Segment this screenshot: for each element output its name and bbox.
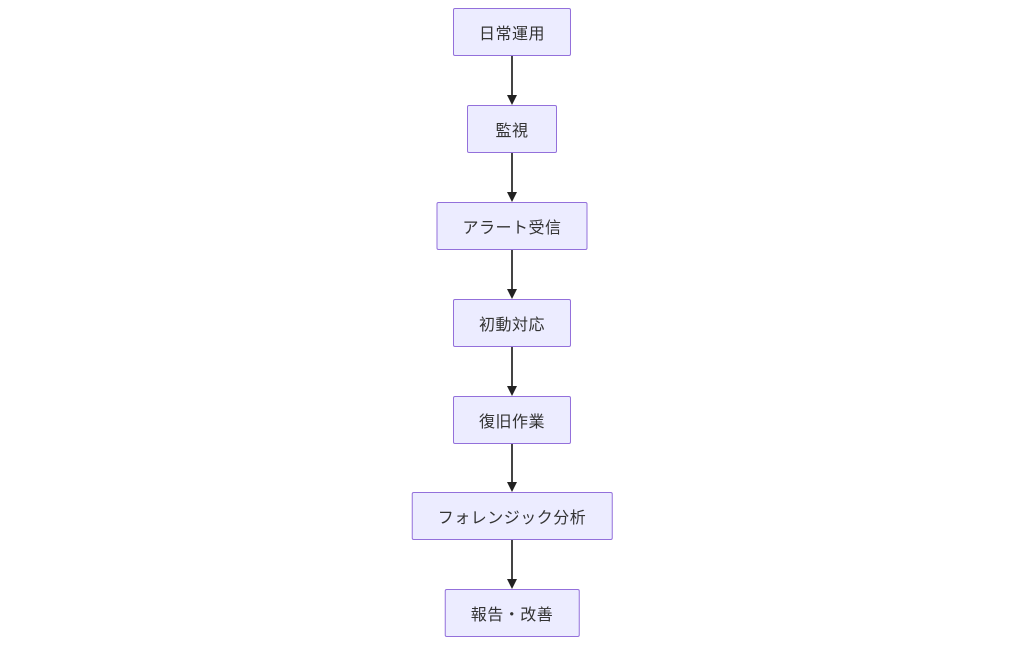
node-daily-operations: 日常運用 <box>452 8 572 56</box>
node-forensic-analysis: フォレンジック分析 <box>411 492 613 540</box>
flow-arrow-4 <box>506 347 518 396</box>
arrow-line <box>511 250 513 293</box>
node-initial-response: 初動対応 <box>452 299 572 347</box>
arrow-line <box>511 153 513 196</box>
node-monitoring: 監視 <box>467 105 557 153</box>
flow-arrow-3 <box>506 250 518 299</box>
node-label-alert-reception: アラート受信 <box>462 220 562 237</box>
arrow-line <box>511 444 513 486</box>
flow-arrow-1 <box>506 56 518 105</box>
arrow-line <box>511 56 513 99</box>
node-label-report-improvement: 報告・改善 <box>470 607 554 624</box>
arrow-line <box>511 540 513 583</box>
node-label-recovery-work: 復旧作業 <box>478 414 546 431</box>
node-report-improvement: 報告・改善 <box>444 589 580 637</box>
arrow-head-down-icon <box>507 579 517 589</box>
node-recovery-work: 復旧作業 <box>452 396 572 444</box>
arrow-head-down-icon <box>507 192 517 202</box>
arrow-head-down-icon <box>507 289 517 299</box>
flow-arrow-5 <box>506 444 518 492</box>
flow-arrow-6 <box>506 540 518 589</box>
flow-arrow-2 <box>506 153 518 202</box>
node-label-monitoring: 監視 <box>495 123 529 140</box>
arrow-head-down-icon <box>507 482 517 492</box>
node-label-forensic-analysis: フォレンジック分析 <box>437 510 587 527</box>
node-label-initial-response: 初動対応 <box>478 317 546 334</box>
node-alert-reception: アラート受信 <box>436 202 588 250</box>
arrow-head-down-icon <box>507 95 517 105</box>
arrow-head-down-icon <box>507 386 517 396</box>
node-label-daily-operations: 日常運用 <box>478 26 546 43</box>
arrow-line <box>511 347 513 390</box>
